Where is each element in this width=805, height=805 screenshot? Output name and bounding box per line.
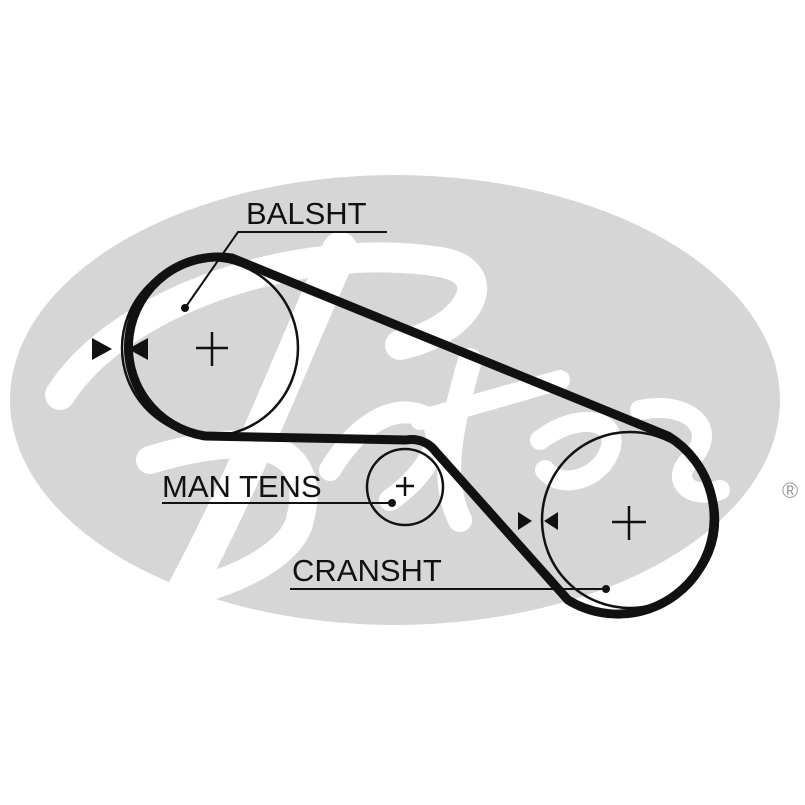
- balancer-shaft-leader-dot: [181, 304, 189, 312]
- timing-belt: [124, 252, 719, 619]
- tension-arrow-icon: [92, 338, 148, 360]
- manual-tensioner-pulley: [365, 447, 445, 527]
- manual-tensioner-label: MAN TENS: [162, 469, 322, 504]
- center-cross-icon: [612, 506, 646, 540]
- center-cross-icon: [396, 477, 414, 496]
- gates-logo-watermark: ®: [10, 175, 798, 625]
- crankshaft-leader-dot: [602, 585, 610, 593]
- balancer-shaft-label: BALSHT: [246, 196, 367, 231]
- registered-mark: ®: [782, 478, 798, 503]
- crankshaft-label: CRANSHT: [292, 553, 442, 588]
- manual-tensioner-leader-dot: [388, 499, 396, 507]
- balancer-shaft-leader: [184, 231, 387, 309]
- center-cross-icon: [196, 332, 228, 366]
- tension-arrow-icon: [518, 512, 558, 530]
